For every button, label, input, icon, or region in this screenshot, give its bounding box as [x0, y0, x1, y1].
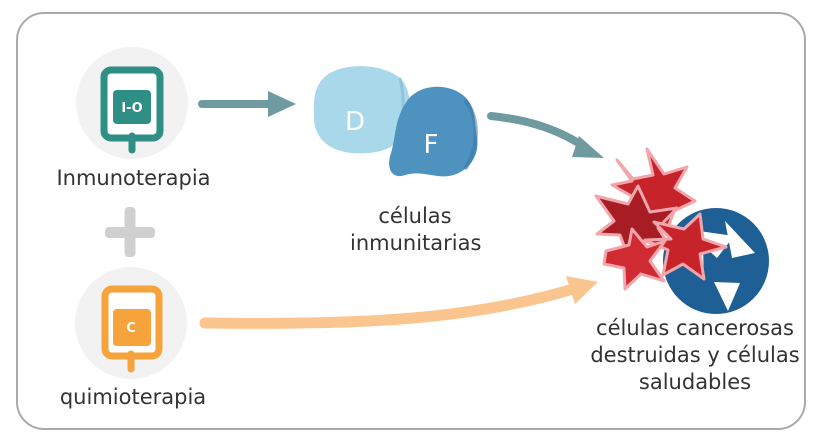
chemotherapy-bag-letter: C — [126, 321, 136, 336]
immunotherapy-bag-letter: I-O — [121, 101, 142, 116]
immunotherapy-to-cells-arrow — [198, 91, 296, 117]
immune-cells-icon: D F — [313, 66, 478, 177]
plus-icon — [105, 207, 155, 257]
immunotherapy-bag-icon: I-O — [76, 47, 188, 159]
immune-cell-f-label: F — [424, 130, 439, 160]
immune-cell-d-label: D — [345, 107, 365, 137]
chemotherapy-bag-icon: C — [75, 267, 187, 379]
cells-to-cancer-arrow — [487, 112, 604, 158]
chemotherapy-label: quimioterapia — [59, 385, 207, 409]
immunotherapy-label: Inmunoterapia — [56, 166, 211, 190]
chemotherapy-to-cancer-arrow — [199, 276, 598, 329]
result-label: células cancerosas destruidas y células … — [590, 316, 800, 394]
cancer-cells-icon — [594, 147, 728, 291]
immune-cells-label: células inmunitarias — [350, 204, 482, 255]
